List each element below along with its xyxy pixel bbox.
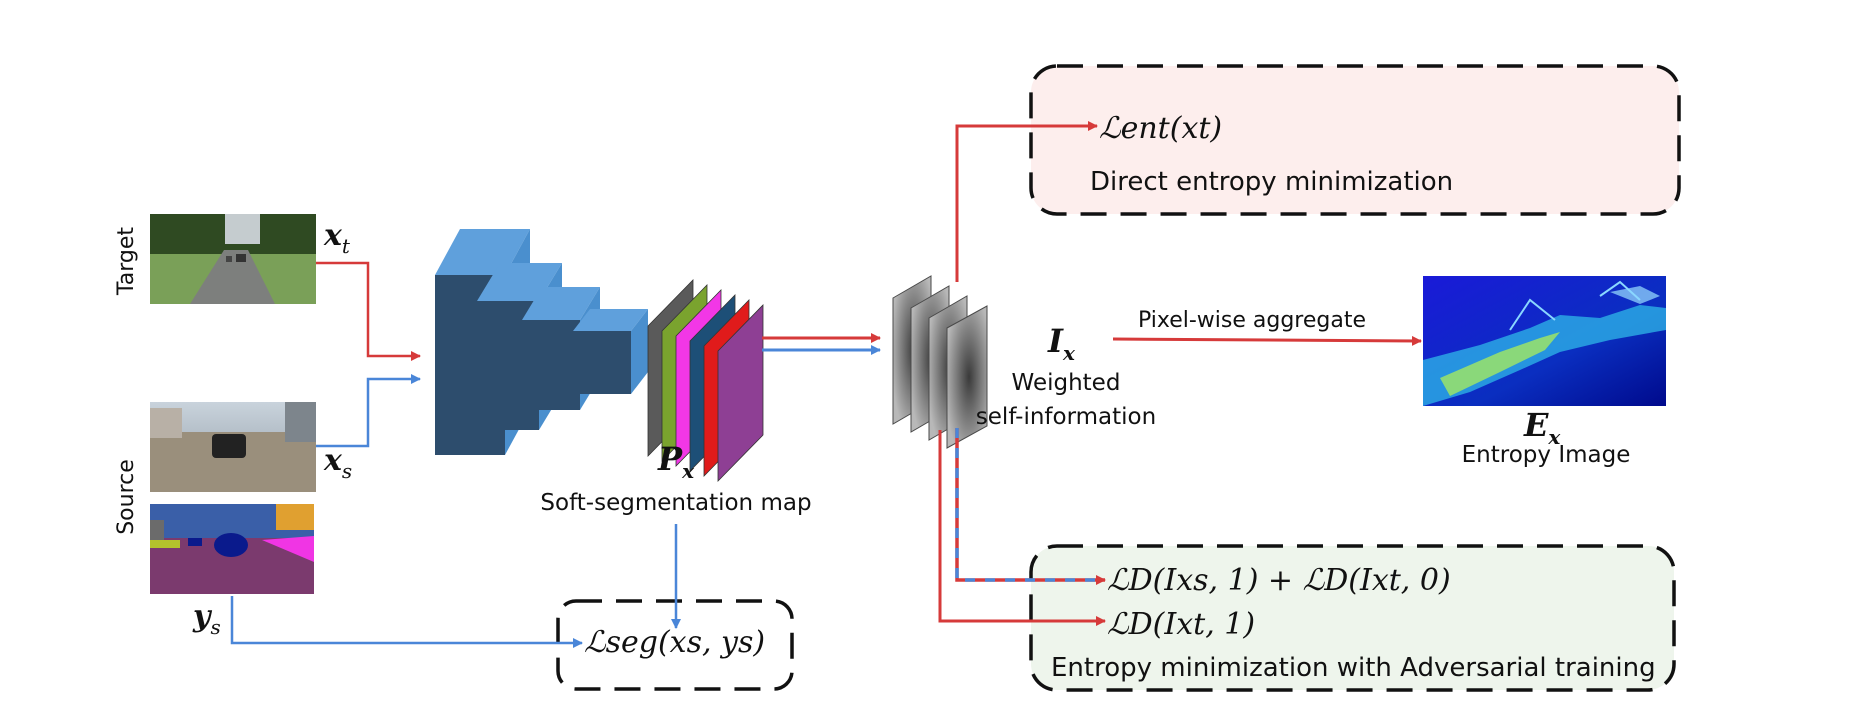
adversarial-loss-formula-1: ℒD(Ixs, 1) + ℒD(Ixt, 0) <box>1107 563 1451 598</box>
soft-segmentation-caption: Soft-segmentation map <box>540 490 811 516</box>
self-information-caption-1: Weighted <box>1012 370 1121 396</box>
arrow-source-to-network <box>316 374 421 448</box>
x-s-symbol: xs <box>323 443 352 483</box>
entropy-image-caption: Entropy Image <box>1462 442 1631 468</box>
source-image <box>150 402 316 492</box>
arrow-ix-to-entropy-image <box>1112 335 1422 346</box>
p-x-symbol: Px <box>657 440 695 483</box>
direct-entropy-caption: Direct entropy minimization <box>1090 167 1453 197</box>
segmentation-layer <box>717 304 764 482</box>
arrow-ix-to-discriminator-red <box>955 428 1106 585</box>
adversarial-caption: Entropy minimization with Adversarial tr… <box>1051 653 1656 683</box>
target-image <box>150 214 316 304</box>
segmentation-loss-formula: ℒseg(xs, ys) <box>584 625 765 660</box>
segmentation-network <box>435 229 648 455</box>
self-information-maps <box>892 275 988 449</box>
entropy-loss-formula: ℒent(xt) <box>1099 111 1222 146</box>
source-label: Source <box>114 459 139 535</box>
source-label-image <box>150 504 314 594</box>
target-label: Target <box>114 227 139 296</box>
soft-segmentation-layers <box>647 279 764 482</box>
adversarial-loss-formula-2: ℒD(Ixt, 1) <box>1107 607 1255 642</box>
arrow-ys-to-seg-loss <box>230 596 583 648</box>
x-t-symbol: xt <box>323 218 351 258</box>
entropy-image <box>1423 276 1666 406</box>
y-s-symbol: ys <box>192 599 221 639</box>
direct-entropy-box <box>1029 64 1681 216</box>
arrow-ix-to-generator-loss <box>938 430 1106 626</box>
arrow-target-to-network <box>316 261 421 361</box>
i-x-symbol: Ix <box>1047 322 1076 365</box>
self-information-caption-2: self-information <box>976 404 1156 430</box>
pixel-wise-aggregate-label: Pixel-wise aggregate <box>1138 308 1366 333</box>
adversarial-box <box>1029 544 1676 692</box>
arrow-ix-to-direct-loss <box>955 121 1098 282</box>
arrows <box>230 121 1422 648</box>
e-x-symbol: Ex <box>1523 406 1561 449</box>
